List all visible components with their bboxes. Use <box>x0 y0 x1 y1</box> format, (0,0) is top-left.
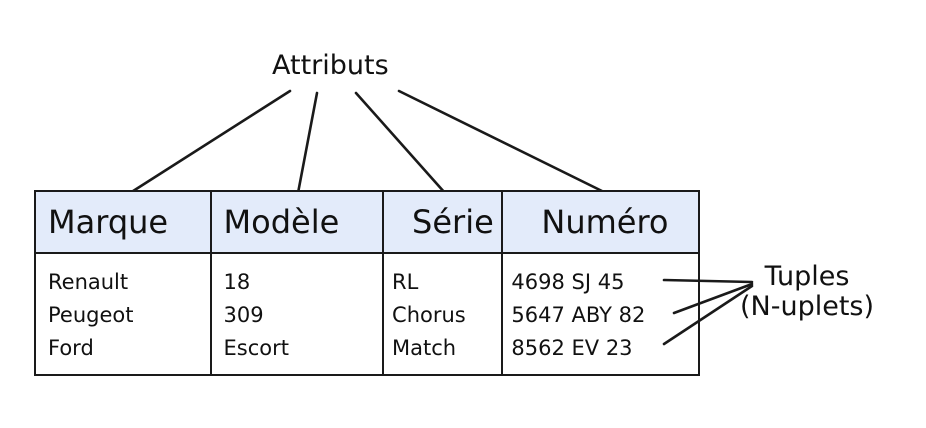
table-cell: Escort <box>223 336 289 360</box>
column-marque-values: Renault Peugeot Ford <box>34 252 212 376</box>
attr-connector-serie <box>354 91 447 195</box>
relation-table: Marque Modèle Série Numéro Renault Peuge… <box>34 190 700 376</box>
tuples-label-line-2: (N-uplets) <box>740 291 875 322</box>
table-cell: 5647 ABY 82 <box>511 303 646 327</box>
table-cell: Match <box>392 336 457 360</box>
table-cell: Peugeot <box>48 303 134 327</box>
column-serie-values: RL Chorus Match <box>382 252 504 376</box>
attributes-label: Attributs <box>272 50 389 81</box>
column-modele-values: 18 309 Escort <box>209 252 385 376</box>
table-cell: Renault <box>48 270 129 294</box>
attr-connector-modele <box>296 91 319 195</box>
tuples-label: Tuples (N-uplets) <box>740 262 874 322</box>
table-body-row: Renault Peugeot Ford 18 309 Escort RL Ch… <box>34 252 700 376</box>
table-cell: 4698 SJ 45 <box>511 270 625 294</box>
table-cell: Chorus <box>392 303 466 327</box>
attr-connector-marque <box>128 89 292 195</box>
table-cell: RL <box>392 270 419 294</box>
tuples-label-line-1: Tuples <box>764 261 850 292</box>
header-marque: Marque <box>34 190 212 254</box>
table-cell: 18 <box>223 270 251 294</box>
header-serie: Série <box>382 190 504 254</box>
header-numero: Numéro <box>501 190 700 254</box>
column-numero-values: 4698 SJ 45 5647 ABY 82 8562 EV 23 <box>501 252 700 376</box>
header-modele: Modèle <box>209 190 385 254</box>
table-cell: 309 <box>223 303 264 327</box>
table-cell: Ford <box>48 336 94 360</box>
attr-connector-numero <box>397 89 608 195</box>
table-cell: 8562 EV 23 <box>511 336 633 360</box>
table-header-row: Marque Modèle Série Numéro <box>34 190 700 254</box>
